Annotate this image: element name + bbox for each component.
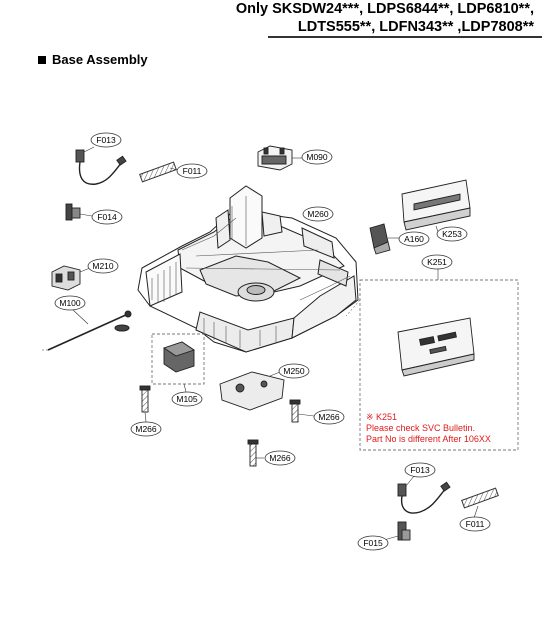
m100-part: [47, 310, 132, 351]
callout-m250-text: M250: [283, 366, 305, 376]
k251-note-line2: Please check SVC Bulletin.: [366, 423, 476, 433]
m210-part: [51, 265, 81, 291]
callout-a160: A160: [398, 231, 430, 247]
callout-f011-bottom: F011: [459, 516, 491, 532]
callout-k251: K251: [421, 254, 453, 270]
callout-k251-text: K251: [427, 257, 447, 267]
f013-bottom-part: [397, 481, 451, 514]
m090-part: [257, 145, 293, 171]
callout-f014: F014: [91, 209, 123, 225]
callout-m105: M105: [171, 391, 203, 407]
k251-service-note: ※ K251 Please check SVC Bulletin. Part N…: [366, 412, 491, 445]
callout-m090-text: M090: [306, 152, 328, 162]
model-header: Only SKSDW24***, LDPS6844**, LDP6810**, …: [236, 0, 534, 36]
callout-m250: M250: [278, 363, 310, 379]
callout-m210-text: M210: [92, 261, 114, 271]
callout-m266-bottom: M266: [264, 450, 296, 466]
callout-f013-top-text: F013: [96, 135, 116, 145]
callout-f011-top-text: F011: [183, 166, 202, 176]
callout-m266-left-text: M266: [135, 424, 157, 434]
callout-m266-right: M266: [313, 409, 345, 425]
k251-detail-box: [359, 279, 519, 451]
callout-m260: M260: [302, 206, 334, 222]
m105-detail-box: [151, 333, 205, 385]
callout-m105-text: M105: [176, 394, 198, 404]
base-assembly-part: [137, 185, 359, 353]
callout-m100: M100: [54, 295, 86, 311]
callout-f015: F015: [357, 535, 389, 551]
callout-m100-text: M100: [59, 298, 81, 308]
m266-right-part: [289, 399, 301, 423]
bullet-square-icon: [38, 56, 46, 64]
f013-top-part: [75, 149, 127, 185]
callout-m260-text: M260: [307, 209, 329, 219]
f011-bottom-part: [461, 487, 499, 509]
header-rule: [268, 36, 542, 38]
k251-note-line3: Part No is different After 106XX: [366, 434, 491, 444]
model-header-line2: LDTS555**, LDFN343** ,LDP7808**: [297, 19, 534, 35]
callout-f013-bottom: F013: [404, 462, 436, 478]
m250-part: [219, 371, 285, 411]
section-title-text: Base Assembly: [52, 52, 148, 67]
callout-f011-top: F011: [176, 163, 208, 179]
callout-m266-right-text: M266: [318, 412, 340, 422]
callout-a160-text: A160: [404, 234, 424, 244]
a160-part: [369, 223, 391, 255]
f011-top-part: [139, 161, 177, 183]
callout-m210: M210: [87, 258, 119, 274]
callout-k253-text: K253: [442, 229, 462, 239]
callout-f015-text: F015: [363, 538, 383, 548]
section-title: Base Assembly: [38, 52, 148, 67]
model-header-line1: Only SKSDW24***, LDPS6844**, LDP6810**,: [235, 1, 534, 17]
callout-f011-bottom-text: F011: [466, 519, 485, 529]
callout-m266-bottom-text: M266: [269, 453, 291, 463]
k251-note-line1: ※ K251: [366, 412, 398, 422]
k253-part: [401, 179, 471, 231]
f015-part: [397, 521, 411, 541]
f014-part: [65, 203, 81, 221]
m105-part: [162, 341, 196, 373]
callout-f014-text: F014: [97, 212, 117, 222]
callout-m266-left: M266: [130, 421, 162, 437]
callout-f013-top: F013: [90, 132, 122, 148]
k251-part: [397, 317, 475, 377]
callout-m090: M090: [301, 149, 333, 165]
callout-f013-bottom-text: F013: [410, 465, 430, 475]
m266-left-part: [139, 385, 151, 413]
m266-bottom-part: [247, 439, 259, 467]
callout-k253: K253: [436, 226, 468, 242]
